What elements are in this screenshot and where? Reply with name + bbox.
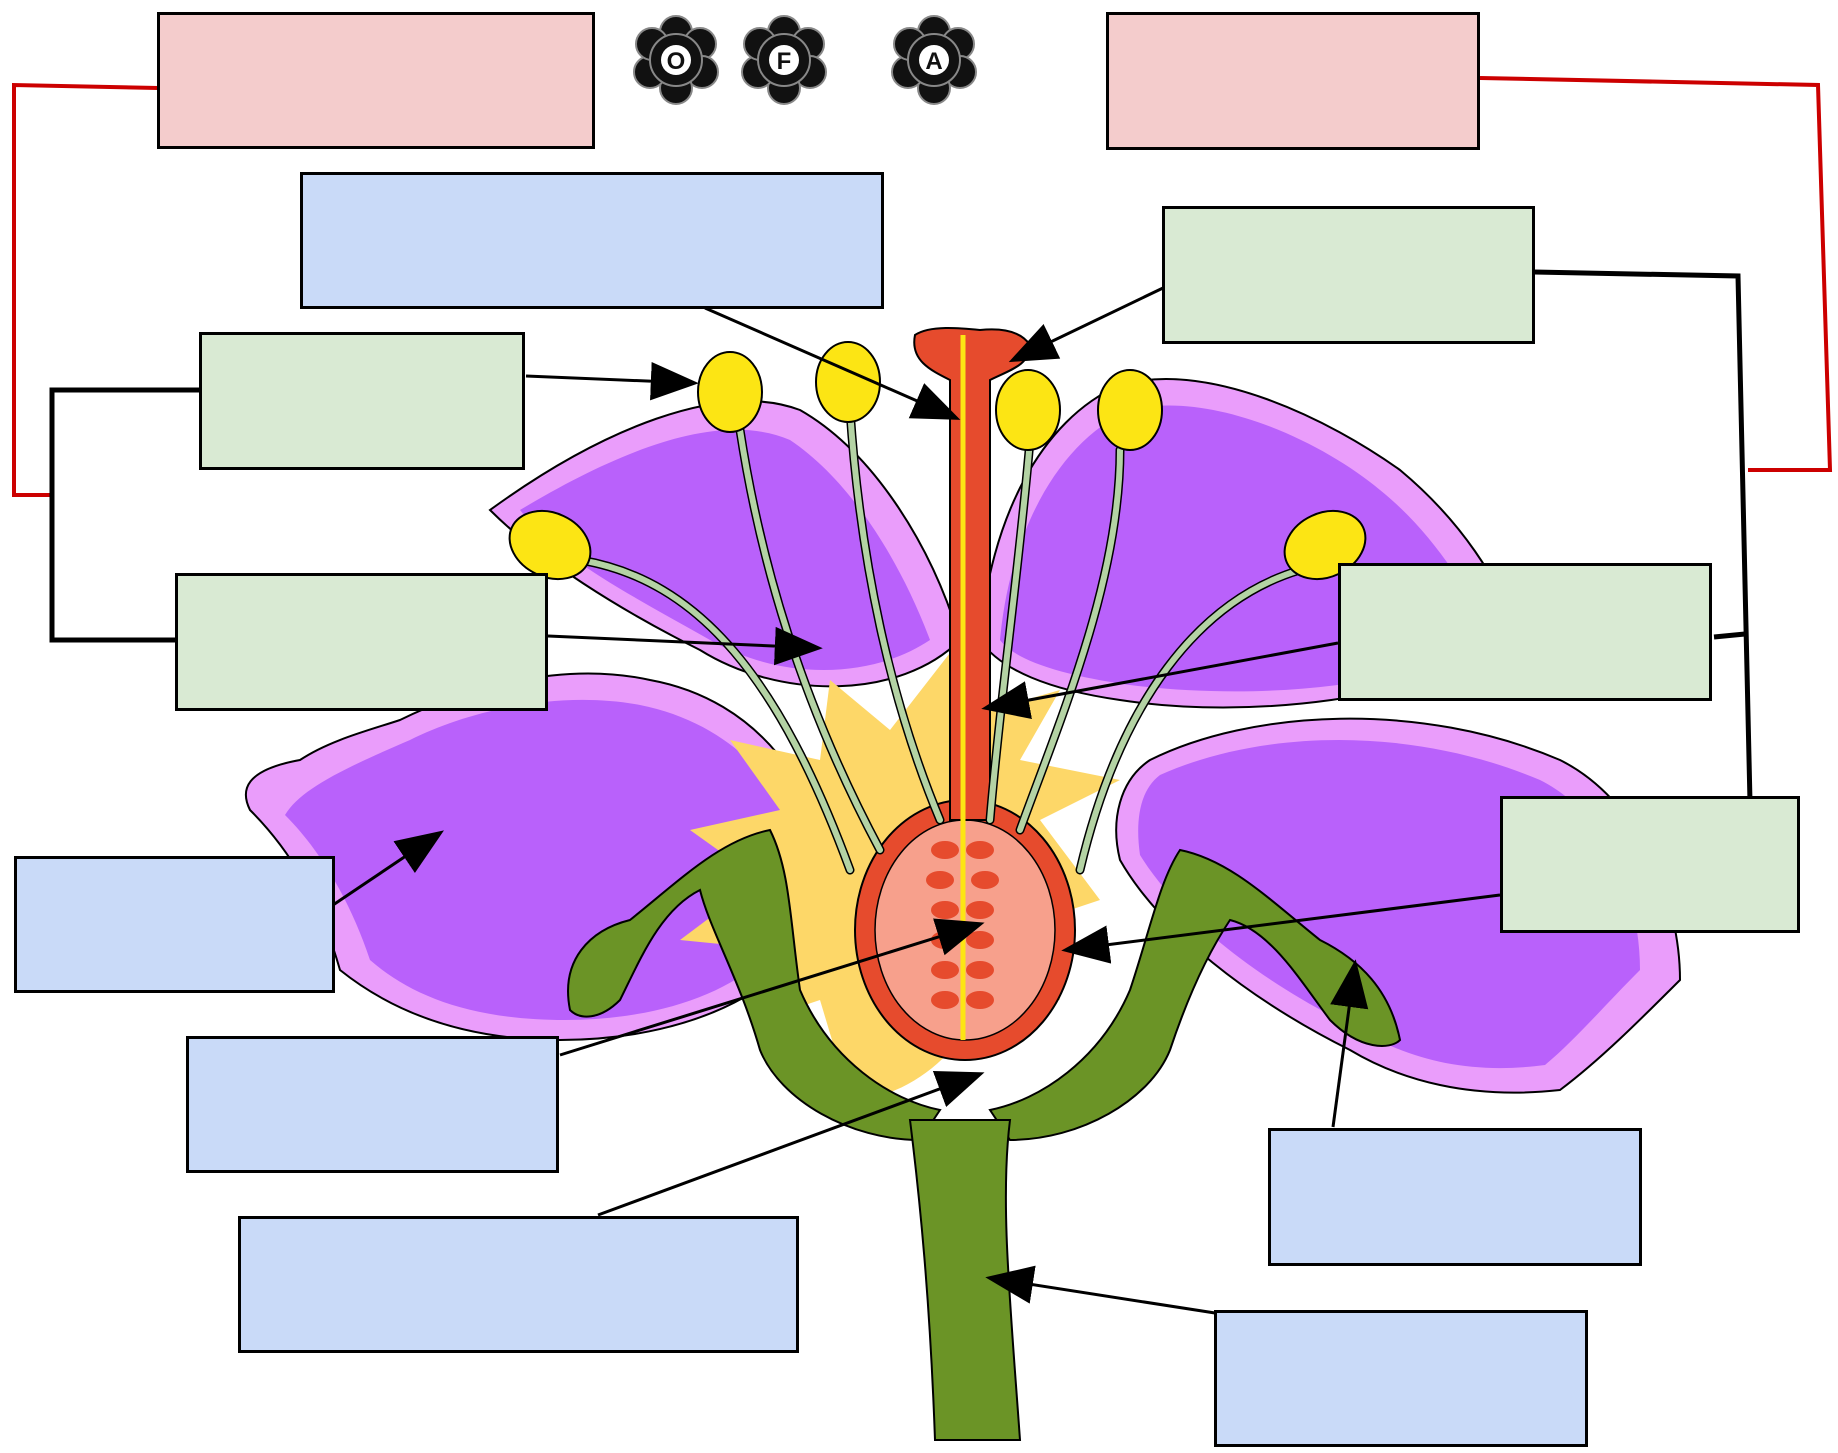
leader-anther: [525, 362, 699, 401]
ovule-dot: [926, 871, 954, 889]
label-box-ovary[interactable]: [1500, 796, 1800, 933]
style-stigma: [913, 326, 1032, 821]
leader-sepal: [1330, 959, 1369, 1128]
anther: [995, 369, 1061, 451]
badge-f: F: [741, 15, 827, 105]
sepal-right: [988, 848, 1402, 1142]
sepal-left: [567, 828, 942, 1142]
filament-fill: [987, 437, 1033, 823]
leader-stigma: [1008, 286, 1164, 363]
filament-fill: [1077, 567, 1303, 873]
label-box-female-group[interactable]: [1106, 12, 1480, 150]
filament-fill: [1017, 447, 1123, 833]
leader-style: [704, 306, 961, 420]
anthers: [508, 341, 1367, 581]
label-box-filament[interactable]: [175, 573, 548, 711]
filament-fill: [847, 407, 943, 823]
badge-letter: O: [667, 48, 686, 75]
ovule-dot: [931, 841, 959, 859]
label-box-stigma[interactable]: [1162, 206, 1535, 344]
anther: [1097, 369, 1163, 451]
bracket-stamen-black: [49, 387, 200, 643]
petal-front-left-inner: [285, 699, 805, 1020]
flower-badge-icon: [741, 15, 827, 105]
bracket-female-red: [1479, 76, 1833, 472]
anther: [697, 351, 763, 433]
leader-lines: [332, 286, 1501, 1315]
anther: [815, 341, 881, 423]
ovule-dot: [931, 961, 959, 979]
label-box-style[interactable]: [300, 172, 884, 309]
label-box-ovule[interactable]: [1338, 563, 1712, 701]
ovule-dot: [966, 931, 994, 949]
label-box-male-group[interactable]: [157, 12, 595, 149]
leader-receptacle: [597, 1070, 985, 1217]
stem: [908, 1119, 1022, 1441]
badge-letter: F: [777, 48, 792, 75]
badge-a: A: [891, 15, 977, 105]
leader-ovule-lower: [559, 918, 985, 1057]
label-box-anther[interactable]: [199, 332, 525, 470]
label-box-sepal[interactable]: [1268, 1128, 1642, 1266]
leader-ovary: [1061, 893, 1501, 964]
badge-letter: A: [925, 48, 942, 75]
leader-filament: [547, 626, 823, 666]
label-box-receptacle[interactable]: [238, 1216, 799, 1353]
filament-fill: [577, 557, 853, 873]
badge-o: O: [633, 15, 719, 105]
ovule-dot: [931, 901, 959, 919]
ovule-dot: [931, 991, 959, 1009]
bracket-male-red: [12, 82, 159, 497]
ovule-dot: [966, 901, 994, 919]
leader-petal: [332, 830, 444, 907]
ovule-dot: [966, 961, 994, 979]
ovule-dot: [966, 991, 994, 1009]
label-box-petal[interactable]: [14, 856, 335, 993]
label-box-ovule-lower[interactable]: [186, 1036, 559, 1173]
ovule-dot: [966, 841, 994, 859]
bracket-pistil-tick: [1713, 631, 1746, 640]
ovule-dot: [971, 871, 999, 889]
leader-ovule-right: [981, 641, 1339, 720]
petal-back-left-inner: [520, 429, 930, 670]
bracket-pistil-black: [1533, 269, 1753, 803]
leader-stem: [985, 1265, 1216, 1315]
label-box-stem[interactable]: [1214, 1310, 1588, 1447]
